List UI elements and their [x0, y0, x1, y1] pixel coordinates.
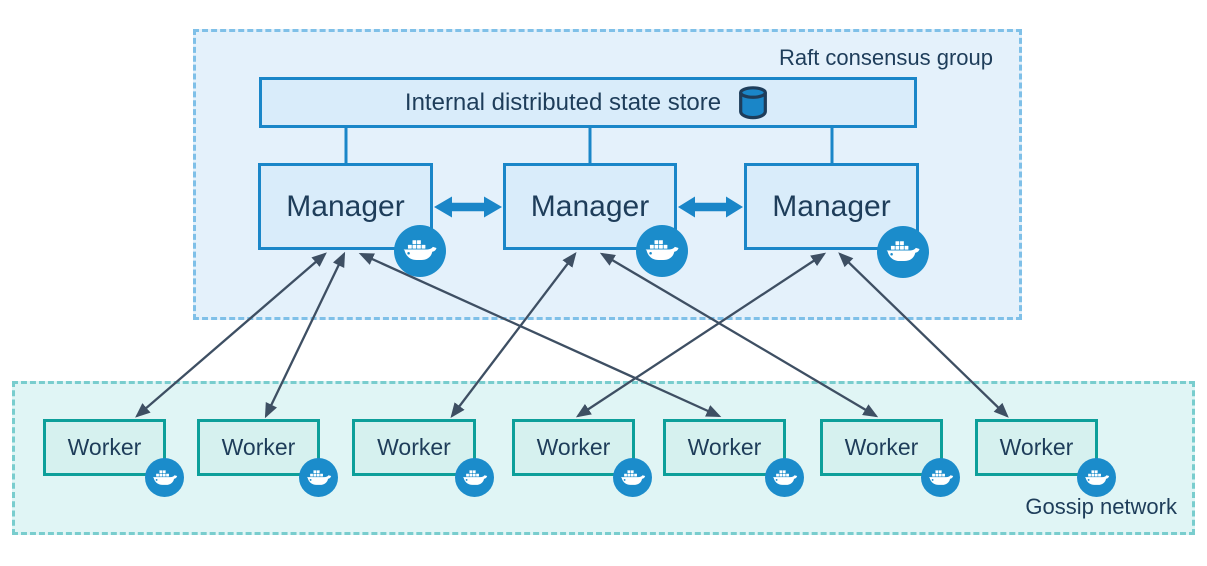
worker-box-1: Worker — [43, 419, 166, 476]
manager-worker-arrows — [135, 251, 1009, 419]
docker-whale-icon — [1077, 458, 1116, 497]
worker-box-5: Worker — [663, 419, 786, 476]
worker-label: Worker — [844, 434, 919, 460]
worker-label: Worker — [221, 434, 296, 460]
manager-worker-arrow — [450, 252, 577, 418]
manager-worker-arrow — [838, 252, 1009, 418]
worker-label: Worker — [687, 434, 762, 460]
manager-label: Manager — [286, 189, 405, 223]
worker-label: Worker — [999, 434, 1074, 460]
docker-whale-icon — [921, 458, 960, 497]
manager-link-arrow — [434, 196, 502, 218]
docker-whale-icon — [299, 458, 338, 497]
manager-worker-arrow — [135, 252, 327, 418]
manager-label: Manager — [530, 189, 650, 223]
manager-worker-arrow — [599, 252, 879, 418]
manager-link-arrows — [434, 196, 743, 218]
docker-whale-icon — [613, 458, 652, 497]
manager-worker-arrow — [358, 252, 722, 418]
manager-worker-arrow — [264, 251, 346, 419]
docker-whale-icon — [877, 226, 929, 278]
worker-label: Worker — [377, 434, 451, 460]
gossip-network-label: Gossip network — [1025, 494, 1177, 519]
state-store-label: Internal distributed state store — [404, 88, 722, 116]
worker-box-4: Worker — [512, 419, 635, 476]
docker-whale-icon — [394, 225, 446, 277]
docker-whale-icon — [145, 458, 184, 497]
worker-box-7: Worker — [975, 419, 1098, 476]
worker-box-3: Worker — [352, 419, 476, 476]
raft-consensus-group-label: Raft consensus group — [778, 45, 993, 70]
docker-whale-icon — [765, 458, 804, 497]
worker-label: Worker — [67, 434, 142, 460]
worker-box-2: Worker — [197, 419, 320, 476]
manager-worker-arrow — [575, 252, 827, 418]
manager-label: Manager — [772, 189, 891, 223]
worker-box-6: Worker — [820, 419, 943, 476]
manager-link-arrow — [678, 196, 743, 218]
docker-whale-icon — [636, 225, 688, 277]
worker-label: Worker — [536, 434, 611, 460]
docker-whale-icon — [455, 458, 494, 497]
store-manager-connectors — [344, 128, 834, 163]
database-icon — [735, 84, 771, 121]
state-store-box: Internal distributed state store — [259, 77, 917, 128]
